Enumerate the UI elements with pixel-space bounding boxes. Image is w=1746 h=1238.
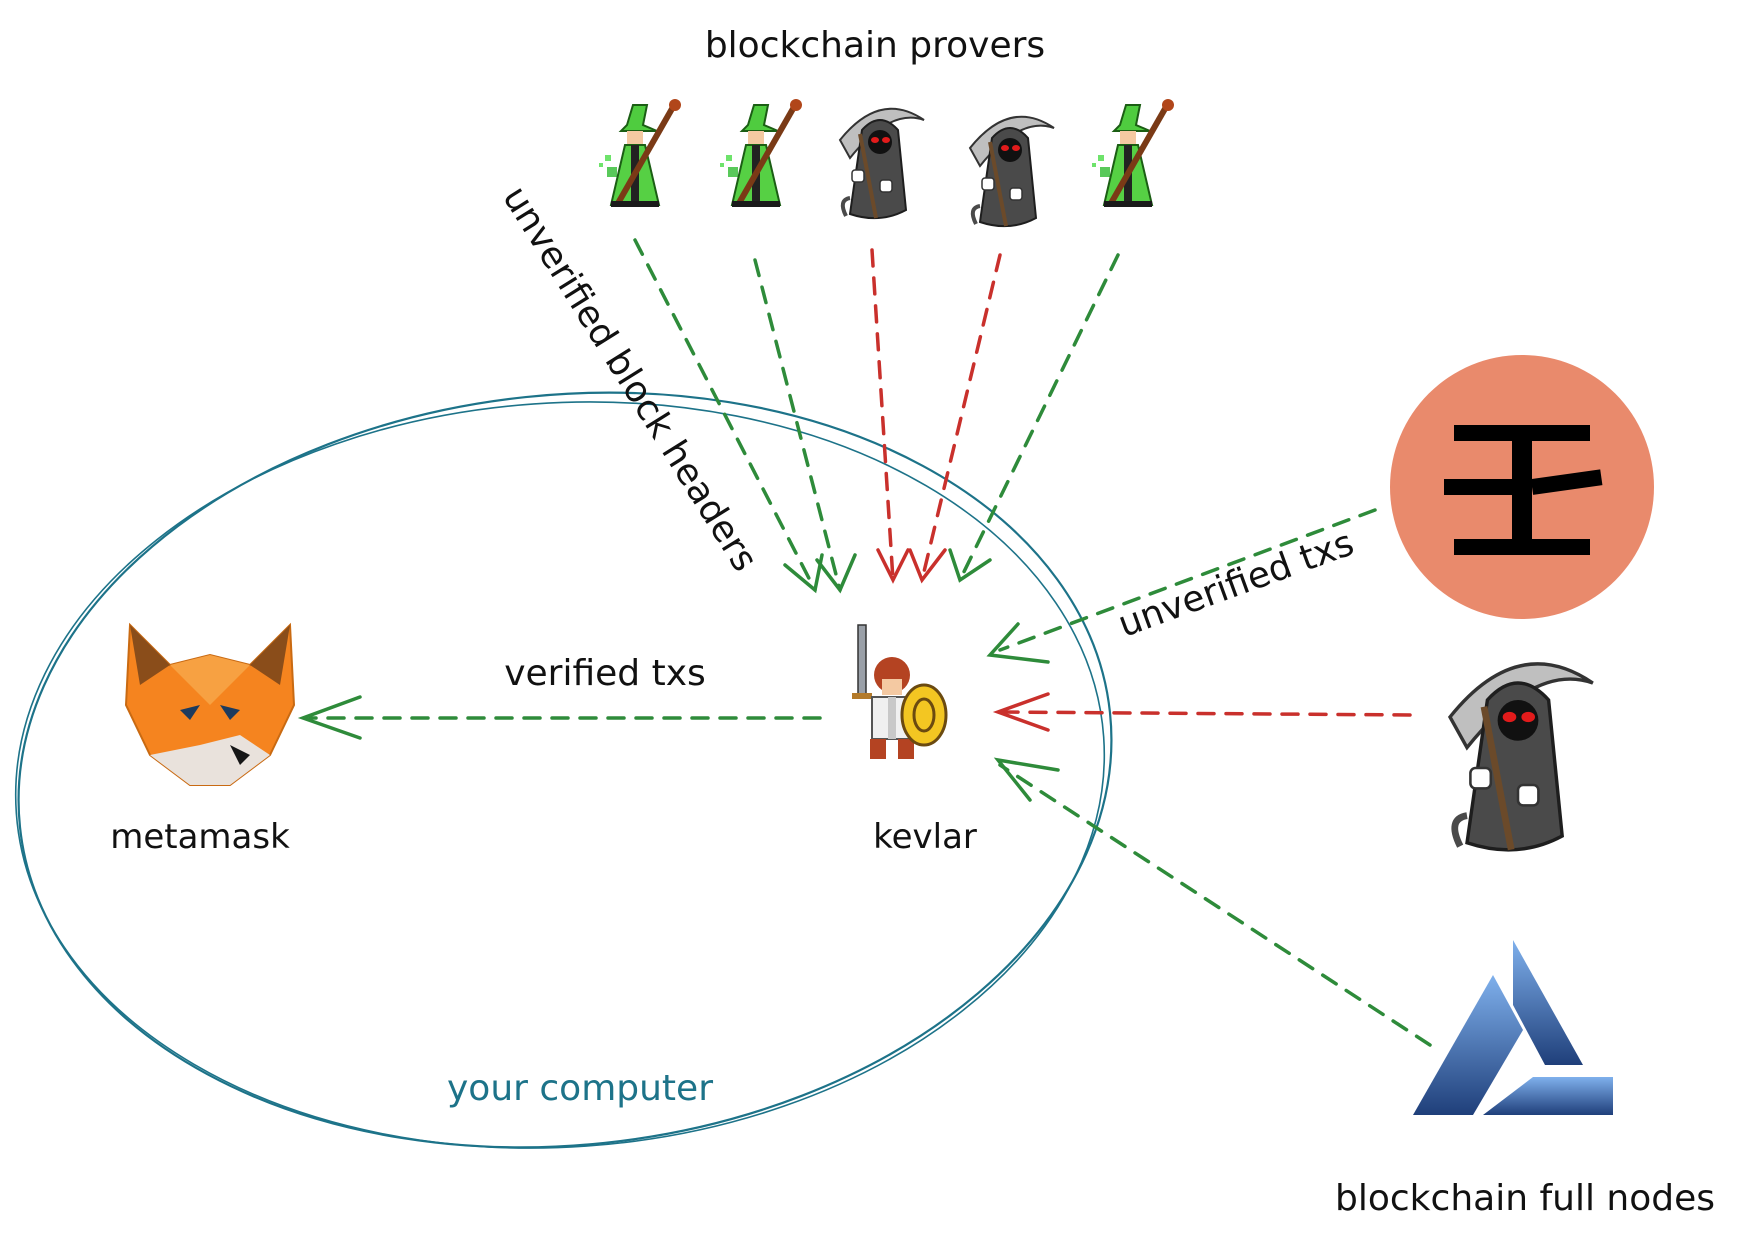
wizard-icon [720,99,802,207]
prover-arrowheads [783,548,992,594]
arrow-prover-2 [753,258,842,592]
provers-title: blockchain provers [705,25,1045,66]
verified-txs-label: verified txs [504,653,706,694]
arrow-prover-4 [920,253,1002,582]
metamask-label: metamask [110,817,290,857]
arrow-prover-3 [870,248,895,582]
blue-triangle-logo-icon [1413,940,1613,1115]
your-computer-boundary [14,391,1113,1149]
unverified-headers-label: unverified block headers [494,179,765,579]
kevlar-label: kevlar [873,817,977,857]
grim-reaper-icon [1450,664,1593,850]
arrow-fullnode-triangle [998,763,1432,1047]
full-nodes-title: blockchain full nodes [1335,1178,1715,1219]
your-computer-label: your computer [447,1068,713,1109]
provers-row [599,99,1174,229]
fullnode-arrows [998,508,1432,1047]
orange-circle-logo-icon [1390,355,1654,619]
arrow-prover-1 [633,238,817,592]
wizard-icon [599,99,681,207]
grim-reaper-icon [968,114,1056,229]
kevlar-knight-icon [852,624,948,759]
arrow-fullnode-reaper [998,710,1412,717]
arrow-fullnode-orange [998,508,1377,652]
grim-reaper-icon [838,106,926,221]
arrow-verified-head [297,695,362,740]
wizard-icon [1092,99,1174,207]
prover-arrows [633,238,1120,592]
arrow-prover-5 [958,253,1120,582]
fullnode-arrowheads [986,622,1060,802]
unverified-txs-label: unverified txs [1113,523,1359,646]
metamask-fox-icon [124,622,296,786]
